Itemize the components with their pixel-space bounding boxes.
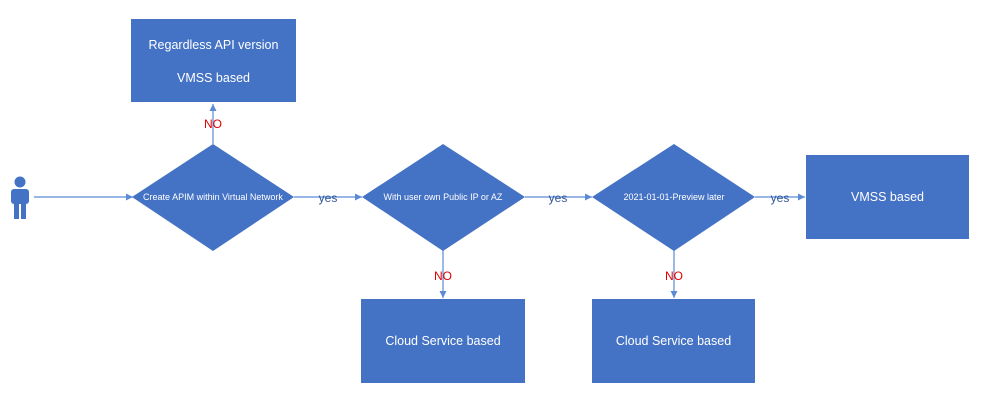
box-cloud-service-2-label: Cloud Service based — [616, 334, 731, 348]
edge-label-no-top: NO — [204, 117, 222, 131]
edge-label-yes-1: yes — [319, 191, 338, 205]
box-cloud-service-2 — [592, 299, 755, 383]
edge-label-no-bottom-1: NO — [434, 269, 452, 283]
box-vmss-based-label: VMSS based — [851, 190, 924, 204]
decision-preview-version-label: 2021-01-01-Preview later — [623, 192, 724, 202]
decision-create-apim — [132, 144, 294, 251]
decision-preview-version — [592, 144, 755, 251]
box-vmss-based — [806, 155, 969, 239]
edge-label-no-bottom-2: NO — [665, 269, 683, 283]
edge-label-yes-2: yes — [549, 191, 568, 205]
decision-create-apim-label: Create APIM within Virtual Network — [143, 192, 283, 202]
box-cloud-service-1-label: Cloud Service based — [385, 334, 500, 348]
decision-public-ip — [362, 144, 525, 251]
person-icon — [11, 176, 29, 219]
box-regardless-api — [131, 19, 296, 102]
box-cloud-service-1 — [361, 299, 525, 383]
box-regardless-api-line1: Regardless API version — [149, 38, 279, 52]
box-regardless-api-line2: VMSS based — [177, 71, 250, 85]
edge-label-yes-3: yes — [771, 191, 790, 205]
decision-public-ip-label: With user own Public IP or AZ — [384, 192, 503, 202]
